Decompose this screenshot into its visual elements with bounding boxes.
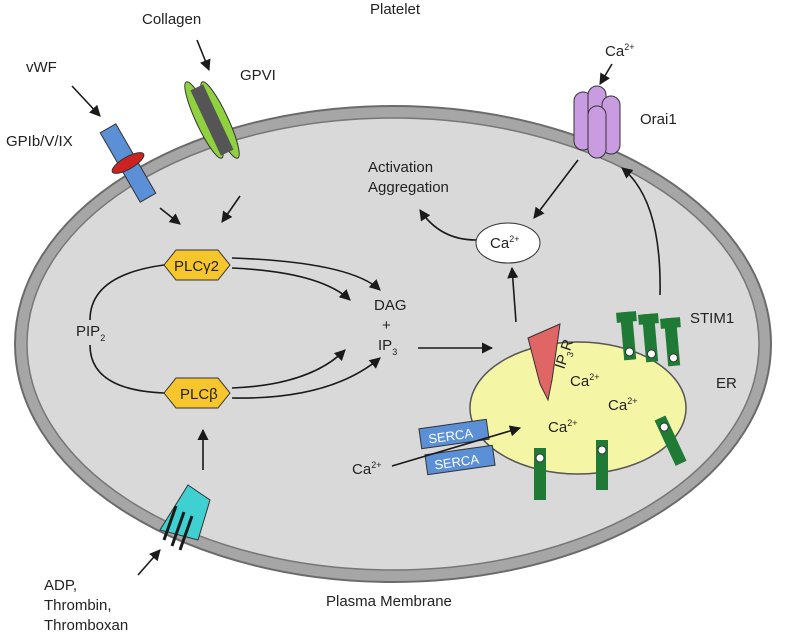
serca-calcium-label: Ca2+ <box>352 460 381 478</box>
ca-outside-label: Ca2+ <box>605 42 634 60</box>
cytosolic-calcium-label: Ca2+ <box>490 234 519 252</box>
plcb-label: PLCβ <box>180 386 218 403</box>
orai1-label: Orai1 <box>640 111 677 128</box>
plcb-enzyme-icon <box>163 377 231 409</box>
pip2-loop-bottom <box>89 344 165 394</box>
activation-label: Activation <box>368 159 433 176</box>
ip3r-to-calcium-arrow <box>507 266 519 323</box>
endoplasmic-reticulum <box>469 341 687 475</box>
pip2-loop-top <box>89 264 165 321</box>
plcb-to-ip3-arrow-2 <box>231 349 346 389</box>
dag-label: DAG <box>374 297 407 314</box>
orai-to-calcium-arrow <box>533 159 579 219</box>
plcg2-to-dag-arrow-1 <box>231 257 381 291</box>
agonist-label-thromboxan: Thromboxan <box>44 617 128 634</box>
agonist-label-adp: ADP, <box>44 577 77 594</box>
ip3r-label: IP3R <box>552 337 579 372</box>
pip2-label: PIP2 <box>76 323 105 343</box>
ca-to-orai-arrow <box>599 63 613 85</box>
stim1-to-orai-arrow <box>621 167 661 296</box>
orai1-channel-icon <box>573 85 621 159</box>
calcium-to-activation-arrow <box>419 209 477 241</box>
ip3-label: IP3 <box>378 337 397 357</box>
vwf-label: vWF <box>26 59 57 76</box>
collagen-arrow <box>196 39 211 72</box>
plcg2-to-dag-arrow-2 <box>231 267 351 301</box>
serca-pumps-icon <box>418 418 496 476</box>
serca-label-1: SERCA <box>427 425 474 446</box>
agonist-arrow <box>137 549 161 576</box>
cytosolic-calcium-pool <box>475 222 541 264</box>
gpib-label: GPIb/V/IX <box>6 133 73 150</box>
plcb-to-ip3-arrow-1 <box>231 357 381 399</box>
ip3-receptor-icon <box>527 323 561 402</box>
plcg2-enzyme-icon <box>163 249 231 281</box>
plus-label: + <box>382 317 391 334</box>
serca-label-2: SERCA <box>433 451 480 472</box>
gpcr-receptor-icon <box>159 484 211 551</box>
er-calcium-label-3: Ca2+ <box>548 418 577 436</box>
gpvi-label: GPVI <box>240 67 276 84</box>
vwf-arrow <box>71 85 101 117</box>
er-calcium-label-2: Ca2+ <box>608 396 637 414</box>
plasma-membrane-label: Plasma Membrane <box>326 593 452 610</box>
gpib-receptor-icon <box>99 123 157 203</box>
stim1-proteins-icon <box>534 311 687 500</box>
gpib-to-plc-arrow <box>159 207 181 225</box>
er-label: ER <box>716 375 737 392</box>
gpvi-to-plc-arrow <box>221 195 241 223</box>
serca-uptake-arrow <box>391 425 522 467</box>
collagen-label: Collagen <box>142 11 201 28</box>
agonist-label-thrombin: Thrombin, <box>44 597 112 614</box>
aggregation-label: Aggregation <box>368 179 449 196</box>
er-calcium-label-1: Ca2+ <box>570 372 599 390</box>
platelet-label: Platelet <box>370 1 421 18</box>
plcg2-label: PLCγ2 <box>174 258 219 275</box>
gpvi-receptor-icon <box>184 81 240 159</box>
stim1-label: STIM1 <box>690 310 734 327</box>
